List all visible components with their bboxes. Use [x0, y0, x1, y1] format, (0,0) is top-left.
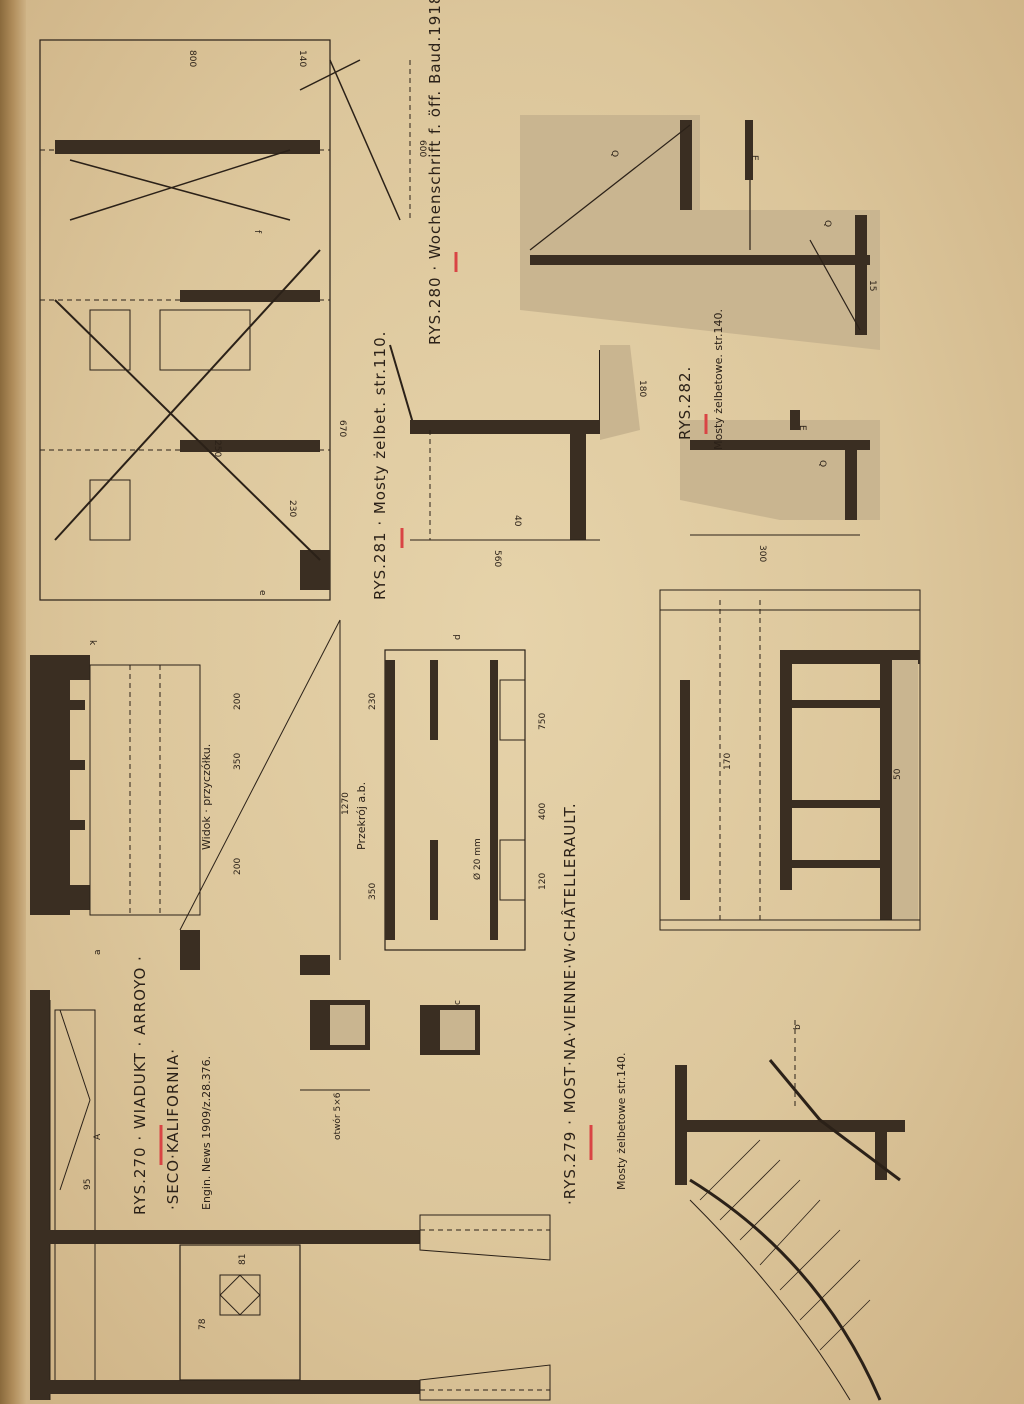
rys282-source: Mosty żelbetowe. str.140.	[712, 309, 725, 450]
dim-120: 120	[538, 873, 548, 890]
letter-e: e	[257, 590, 267, 596]
dim-350-a: 350	[233, 753, 243, 770]
dim-140-top: 140	[297, 50, 307, 67]
dim-600: 600	[417, 140, 427, 157]
rys282-drawing: E Q 300	[680, 410, 880, 562]
dim-750: 750	[538, 713, 548, 730]
przekroj-label: Przekrój a.b.	[355, 782, 368, 850]
cornice-details: otwór 5×6	[300, 1000, 480, 1140]
dim-95: 95	[83, 1179, 93, 1190]
dim-400: 400	[538, 803, 548, 820]
dim-200-a: 200	[233, 858, 243, 875]
dim-81: 81	[238, 1254, 248, 1265]
rys279-caption: ·RYS.279 · MOST·NA·VIENNE·W·CHÂTELLERAUL…	[560, 802, 579, 1205]
rys270-source: Engin. News 1909/z.28.376.	[200, 1056, 213, 1210]
abutment-view: Widok · przyczółku. 1270 200 350 200 a	[30, 619, 351, 975]
rys280-letter-q: Q	[609, 150, 619, 157]
rys282-letter-q: Q	[817, 460, 827, 467]
frame-letter-a: A	[93, 1133, 103, 1140]
rys280-letter-q2: Q	[822, 220, 832, 227]
rys279-arch: b	[675, 1020, 905, 1401]
rys281-dim-560: 560	[492, 550, 502, 567]
dim-230-b: 230	[368, 693, 378, 710]
dim-670: 670	[337, 420, 347, 437]
rys280-caption: RYS.280 · Wochenschrift f. öff. Baud.191…	[426, 0, 444, 345]
dim-78: 78	[198, 1318, 208, 1330]
dim-200-b: 200	[233, 693, 243, 710]
letter-c: c	[453, 1000, 463, 1005]
letter-f: f	[252, 230, 262, 234]
rys281-caption: RYS.281 · Mosty żelbet. str.110.	[371, 331, 389, 600]
note-otwor: otwór 5×6	[332, 1092, 343, 1140]
dim-1270: 1270	[341, 792, 351, 815]
rys281-drawing: 40 560 180	[389, 344, 647, 567]
rys281-dim-180: 180	[637, 380, 647, 397]
dim-230: 230	[287, 500, 297, 517]
dim-170: 170	[723, 753, 733, 770]
rys279-source: Mosty żelbetowe str.140.	[615, 1053, 628, 1190]
letter-a: a	[93, 949, 103, 955]
rys270-frame: A 95 78 81	[30, 990, 551, 1401]
note-20mm: Ø 20 mm	[472, 838, 483, 880]
rys270-caption: RYS.270 · WIADUKT · ARROYO ·	[131, 955, 149, 1215]
dim-350-b: 350	[368, 883, 378, 900]
letter-k: k	[87, 640, 97, 646]
rys282-dim-300: 300	[757, 545, 767, 562]
rys270-elevation: 140 800 670 250 230 600 e f k	[39, 39, 427, 646]
book-spine-shadow	[0, 0, 26, 1404]
rys282-letter-e: E	[797, 425, 807, 431]
rys280-letter-e: E	[749, 155, 759, 161]
rys279-section: 170 50	[659, 589, 921, 931]
dim-250: 250	[212, 440, 222, 457]
section-ab: Przekrój a.b. 350 230 400 750 120 Ø 20 m…	[355, 634, 548, 1005]
rys280-dim-15: 15	[867, 280, 877, 291]
rys282-caption: RYS.282.	[676, 366, 694, 440]
dim-800: 800	[187, 50, 197, 67]
letter-d: d	[453, 634, 463, 640]
rys279-letter-b: b	[793, 1024, 803, 1030]
rys280-drawing: Q E Q 15	[520, 115, 880, 350]
widok-label: Widok · przyczółku.	[200, 744, 213, 850]
dim-50: 50	[893, 768, 903, 780]
rys281-dim-40: 40	[512, 515, 522, 527]
rys270-place: ·SECO·KALIFORNIA·	[164, 1048, 182, 1210]
